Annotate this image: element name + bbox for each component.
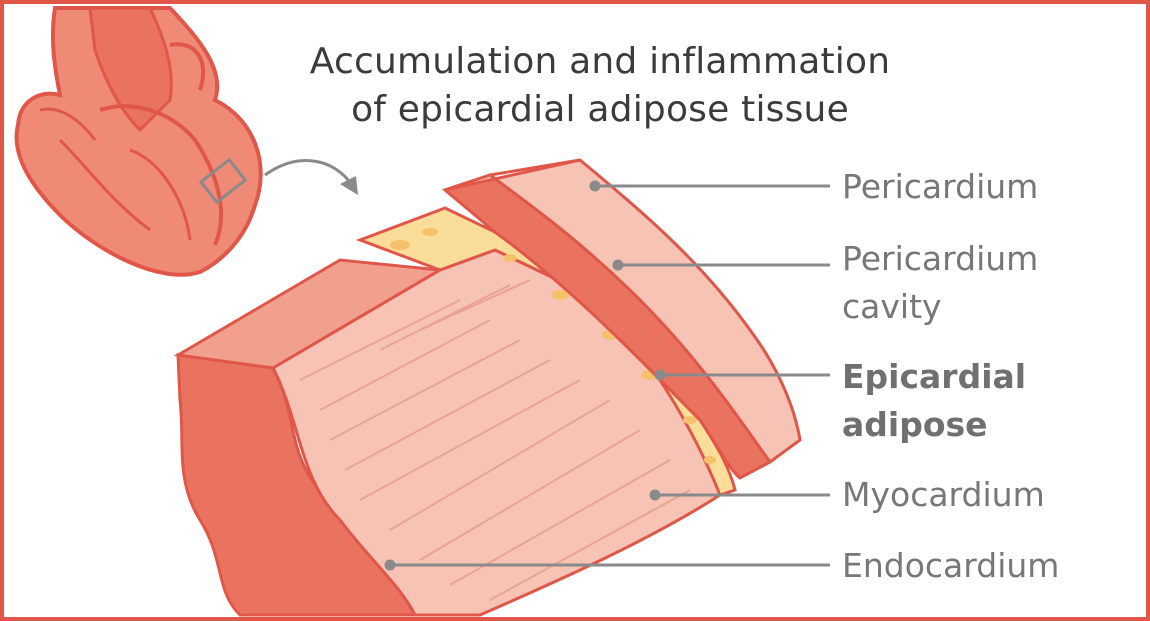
title-line-1: Accumulation and inflammation — [240, 38, 960, 86]
label-pericardium-cavity-line1: Pericardium — [842, 236, 1038, 282]
label-endocardium: Endocardium — [842, 543, 1059, 589]
diagram-title: Accumulation and inflammation of epicard… — [240, 38, 960, 134]
heart-icon — [17, 8, 261, 275]
label-pericardium: Pericardium — [842, 164, 1038, 210]
label-epicardial-adipose-line2: adipose — [842, 402, 988, 448]
label-epicardial-adipose-line1: Epicardial — [842, 354, 1026, 400]
title-line-2: of epicardial adipose tissue — [240, 86, 960, 134]
label-myocardium: Myocardium — [842, 472, 1045, 518]
zoom-arrow-icon — [265, 161, 358, 195]
label-pericardium-cavity-line2: cavity — [842, 284, 942, 330]
